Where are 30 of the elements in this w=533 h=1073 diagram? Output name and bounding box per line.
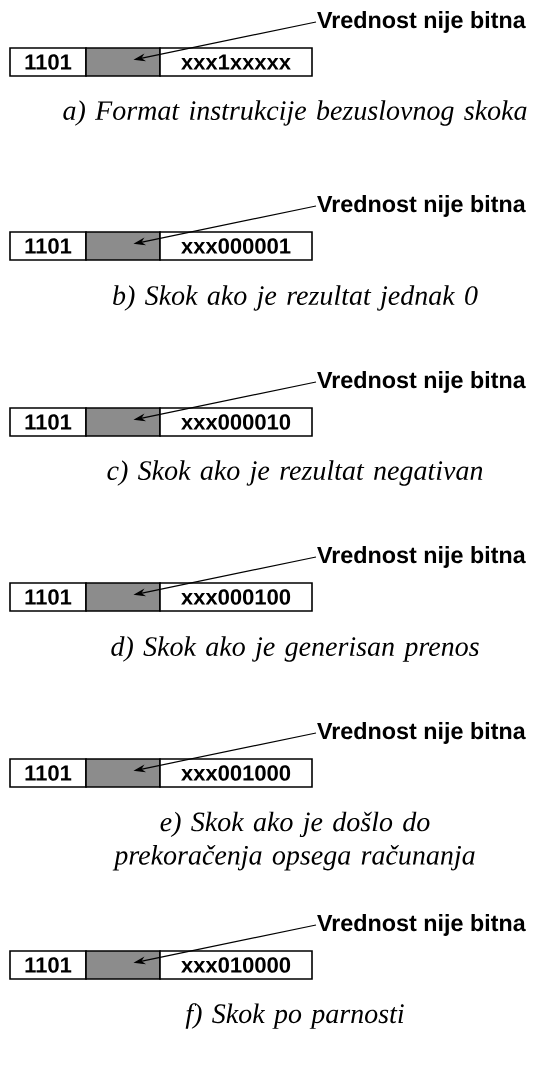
instruction-field: 1101 [9, 582, 87, 612]
instruction-field: xxx010000 [159, 950, 313, 980]
caption: d) Skok ako je generisan prenos [111, 636, 479, 662]
instruction-field: xxx000100 [159, 582, 313, 612]
shaded-field [85, 407, 161, 437]
caption: f) Skok po parnosti [185, 1003, 404, 1029]
annotation-text: Vrednost nije bitna [317, 914, 526, 936]
shaded-field [85, 47, 161, 77]
annotation-text: Vrednost nije bitna [317, 722, 526, 744]
caption: b) Skok ako je rezultat jednak 0 [113, 285, 478, 311]
caption: a) Format instrukcije bezuslovnog skoka [63, 100, 527, 126]
annotation-text: Vrednost nije bitna [317, 371, 526, 393]
shaded-field [85, 582, 161, 612]
instruction-field: xxx001000 [159, 758, 313, 788]
instruction-field: 1101 [9, 407, 87, 437]
caption: e) Skok ako je došlo do prekoračenja opsega računanja [112, 811, 475, 871]
instruction-field: 1101 [9, 231, 87, 261]
annotation-text: Vrednost nije bitna [317, 11, 526, 33]
shaded-field [85, 758, 161, 788]
instruction-field: 1101 [9, 950, 87, 980]
instruction-field: xxx000010 [159, 407, 313, 437]
instruction-field: xxx000001 [159, 231, 313, 261]
caption: c) Skok ako je rezultat negativan [107, 460, 483, 486]
shaded-field [85, 950, 161, 980]
annotation-text: Vrednost nije bitna [317, 546, 526, 568]
annotation-text: Vrednost nije bitna [317, 195, 526, 217]
instruction-field: 1101 [9, 47, 87, 77]
instruction-field: xxx1xxxxx [159, 47, 313, 77]
shaded-field [85, 231, 161, 261]
instruction-field: 1101 [9, 758, 87, 788]
